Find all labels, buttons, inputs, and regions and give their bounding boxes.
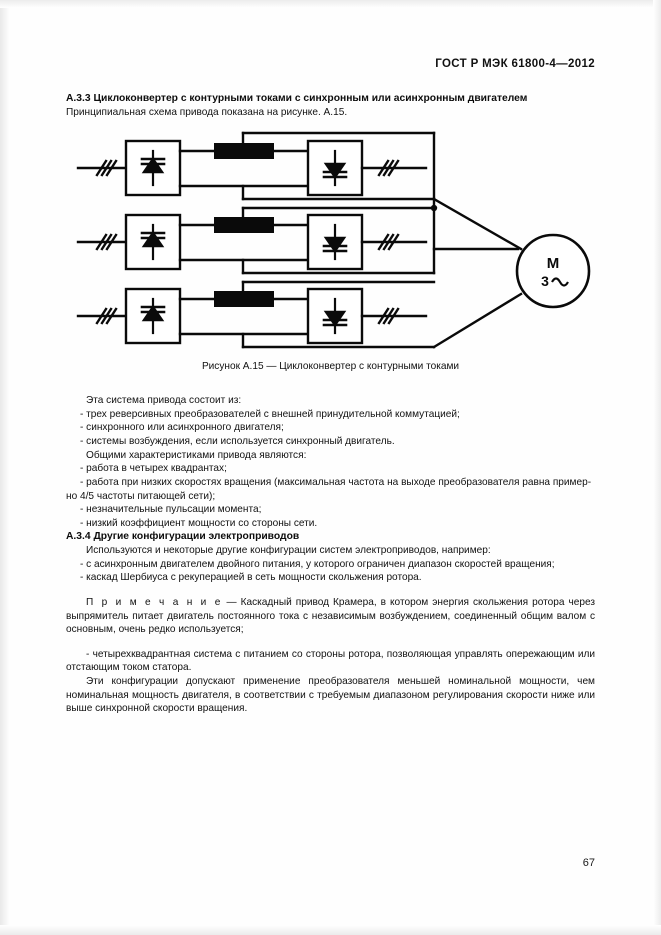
figure-a15-caption: Рисунок А.15 — Циклоконвертер с контурны… bbox=[201, 361, 460, 373]
list-item: - работа в четырех квадрантах; bbox=[80, 463, 227, 475]
section-a34-closing: Эти конфигурации допускают применение пр… bbox=[66, 676, 595, 715]
motor-ac-wave-icon bbox=[551, 277, 569, 287]
list-item: - трех реверсивных преобразователей с вн… bbox=[80, 408, 460, 420]
figure-a15: M 3 bbox=[66, 131, 595, 353]
section-a34-intro: Используются и некоторые другие конфигур… bbox=[86, 545, 491, 557]
body-text-block: Эта система привода состоит из: - трех р… bbox=[66, 394, 595, 716]
list-item: - каскад Шербиуса с рекуперацией в сеть … bbox=[80, 572, 422, 584]
note-spacer-2 bbox=[66, 637, 595, 648]
list-item: - низкий коэффициент мощности со стороны… bbox=[80, 517, 318, 529]
note-spacer bbox=[66, 585, 595, 596]
page-edge-shadow-right bbox=[653, 0, 661, 935]
section-a33-heading: А.3.3 Циклоконвертер с контурными токами… bbox=[66, 93, 528, 104]
section-a33-intro: Принципиальная схема привода показана на… bbox=[66, 106, 348, 118]
list-item: - с асинхронным двигателем двойного пита… bbox=[80, 558, 555, 570]
list-item: - системы возбуждения, если используется… bbox=[80, 436, 395, 448]
page-edge-shadow-top bbox=[0, 0, 661, 8]
note-body: — Каскадный привод Крамера, в котором эн… bbox=[66, 596, 595, 636]
page-content: ГОСТ Р МЭК 61800-4—2012 А.3.3 Циклоконве… bbox=[66, 58, 595, 716]
page-number: 67 bbox=[582, 857, 595, 869]
list-item-four-quadrant: - четырехквадрантная система с питанием … bbox=[66, 648, 595, 674]
standard-header: ГОСТ Р МЭК 61800-4—2012 bbox=[435, 58, 595, 70]
motor-label-3phase: 3 bbox=[541, 273, 549, 289]
cycloconverter-schematic: M 3 bbox=[76, 132, 591, 349]
page-edge-shadow-left bbox=[0, 0, 10, 935]
motor-label-m: M bbox=[547, 255, 560, 272]
body-lead-in: Эта система привода состоит из: bbox=[86, 395, 242, 407]
note-paragraph: П р и м е ч а н и е — Каскадный привод К… bbox=[66, 596, 595, 637]
list-item: - незначительные пульсации момента; bbox=[80, 504, 262, 516]
note-label: П р и м е ч а н и е bbox=[86, 596, 223, 608]
characteristics-lead-in: Общими характеристиками привода являются… bbox=[86, 449, 307, 461]
list-item-low-speed-continuation: но 4/5 частоты питающей сети); bbox=[66, 490, 216, 502]
section-a34-heading: А.3.4 Другие конфигурации электроприводо… bbox=[66, 531, 300, 543]
list-item-low-speed: - работа при низких скоростях вращения (… bbox=[80, 476, 592, 488]
list-item: - синхронного или асинхронного двигателя… bbox=[80, 422, 284, 434]
page-edge-shadow-bottom bbox=[0, 925, 661, 935]
